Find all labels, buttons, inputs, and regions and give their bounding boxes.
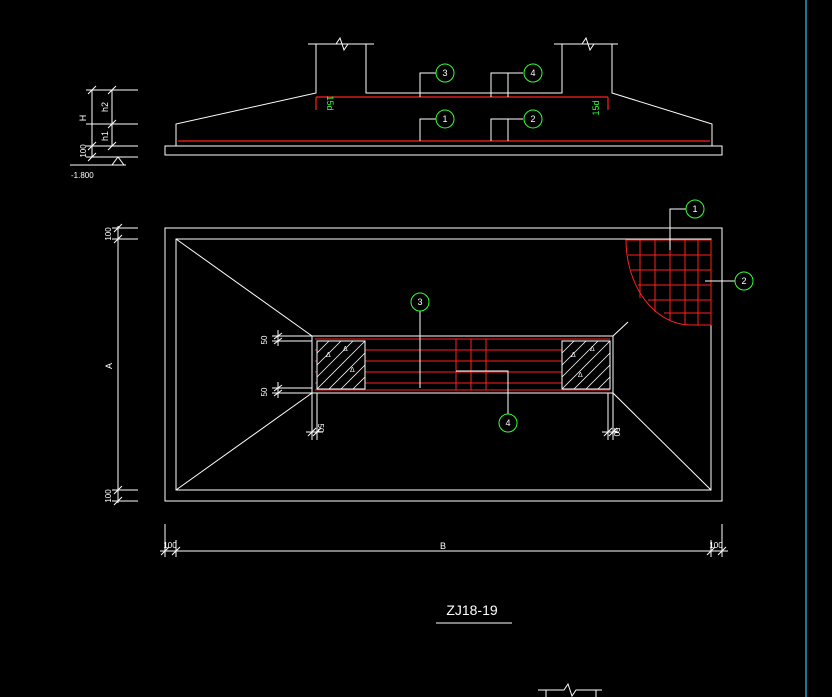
slope-line-tr — [612, 321, 629, 337]
plan-left-dimension — [112, 223, 138, 506]
dim-a-label: A — [104, 363, 114, 369]
plan-pedestal — [311, 335, 614, 394]
slope-line-tl — [175, 238, 313, 337]
section-leaders — [419, 72, 523, 141]
section-rebar — [178, 96, 710, 142]
left-column-hatch: Δ Δ Δ — [316, 340, 366, 390]
drawing-title: ZJ18-19 — [446, 602, 498, 618]
svg-text:Δ: Δ — [350, 367, 355, 374]
svg-text:Δ: Δ — [326, 352, 331, 359]
leader-plan-4 — [456, 370, 509, 414]
plan-bottom-dimension — [160, 524, 728, 557]
dim-bottom-left-100: 100 — [163, 541, 177, 550]
leader-4 — [490, 72, 509, 97]
next-drawing-fragment — [538, 682, 602, 697]
leader-1 — [419, 118, 436, 141]
elevation-label: -1.800 — [71, 171, 94, 180]
plan-callout-2: 2 — [734, 271, 754, 291]
svg-text:Δ: Δ — [571, 352, 576, 359]
svg-text:Δ: Δ — [343, 346, 348, 353]
section-callout-4: 4 — [523, 63, 543, 83]
plan-inner-boundary — [175, 238, 712, 491]
hook-label-left: 15d — [325, 95, 335, 110]
dim-right-vert-50: 50 — [612, 428, 621, 437]
elevation-marker — [70, 156, 126, 166]
callout-label: 1 — [442, 114, 447, 124]
plan-callout-4: 4 — [498, 413, 518, 433]
section-callout-1: 1 — [435, 109, 455, 129]
dim-left-50a: 50 — [260, 335, 269, 344]
section-vertical-dimension — [86, 85, 138, 162]
right-column-break — [554, 36, 618, 52]
corner-rebar-mesh — [625, 239, 712, 326]
dim-h-label: H — [78, 115, 88, 122]
dim-left-vert-50: 50 — [316, 424, 325, 433]
plan-leaders — [419, 208, 735, 414]
callout-label: 3 — [417, 297, 422, 307]
foundation-plan-view — [164, 227, 723, 502]
leader-3 — [419, 72, 436, 97]
leader-plan-1 — [669, 208, 686, 250]
slope-line-bl — [175, 392, 313, 491]
pedestal-offset-dims — [272, 330, 619, 440]
dim-left-50b: 50 — [260, 387, 269, 396]
right-column-hatch: Δ Δ Δ — [561, 340, 611, 390]
dim-bottom-100: 100 — [104, 489, 113, 503]
section-base-slab — [164, 145, 723, 156]
svg-text:Δ: Δ — [590, 346, 595, 353]
dim-b-label: B — [440, 541, 446, 551]
section-callout-3: 3 — [435, 63, 455, 83]
svg-text:Δ: Δ — [578, 372, 583, 379]
dim-base-label: 100 — [79, 144, 88, 158]
callout-label: 1 — [692, 204, 697, 214]
plan-callout-3: 3 — [410, 292, 430, 312]
plan-callout-1: 1 — [685, 199, 705, 219]
callout-label: 2 — [530, 114, 535, 124]
plan-outer-boundary — [164, 227, 723, 502]
section-callout-2: 2 — [523, 109, 543, 129]
callout-label: 3 — [442, 68, 447, 78]
dim-bottom-right-100: 100 — [709, 541, 723, 550]
leader-2 — [490, 118, 509, 141]
section-sloped-body — [175, 43, 713, 146]
hook-label-right: 15d — [591, 100, 601, 115]
callout-label: 4 — [530, 68, 535, 78]
dim-top-100: 100 — [104, 227, 113, 241]
callout-label: 2 — [741, 276, 746, 286]
dim-h2-label: h2 — [100, 102, 110, 112]
dim-h1-label: h1 — [100, 131, 110, 141]
callout-label: 4 — [505, 418, 510, 428]
slope-line-br — [612, 392, 712, 491]
foundation-section-view — [164, 36, 723, 156]
left-column-break — [308, 36, 374, 52]
